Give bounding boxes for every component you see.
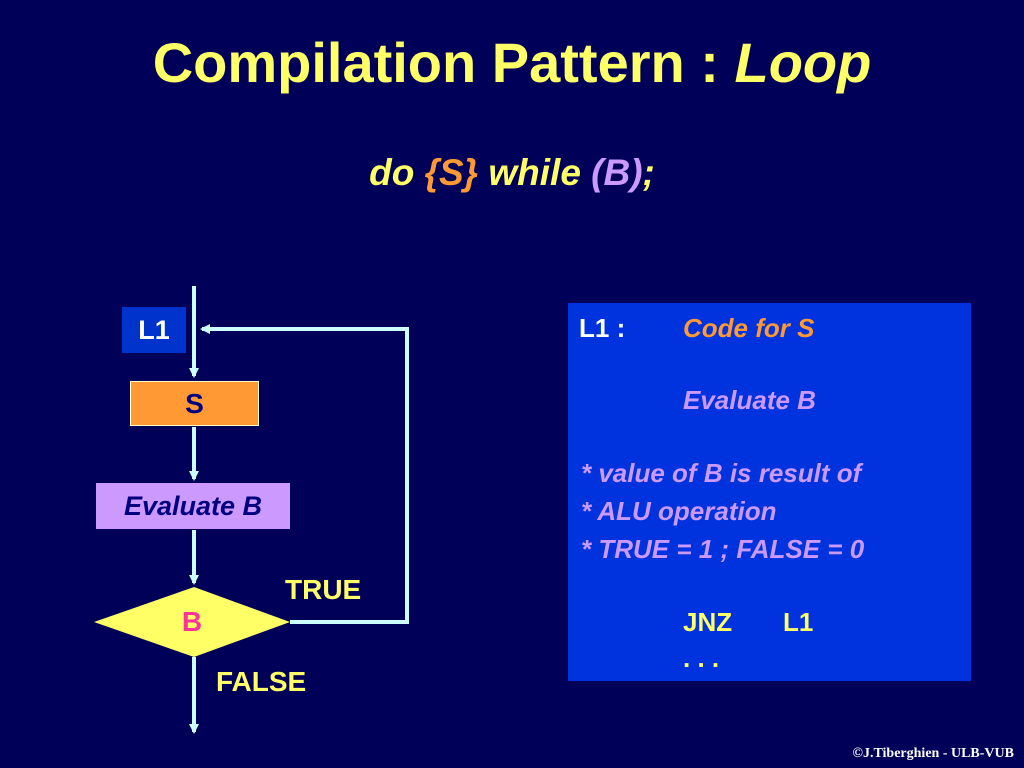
branch-label-false: FALSE	[216, 666, 307, 697]
code-instr-target: L1	[783, 607, 814, 637]
branch-label-true: TRUE	[285, 574, 362, 605]
subtitle-b-condition: (B)	[591, 152, 643, 193]
flowchart-box-s: S	[130, 381, 259, 426]
flowchart-label-l1: L1	[122, 307, 186, 353]
code-instr-jnz: JNZ	[683, 607, 733, 637]
subtitle-do: do	[369, 152, 425, 193]
code-label-l1: L1 :	[579, 313, 626, 343]
code-evaluate-b: Evaluate B	[683, 385, 816, 415]
copyright-notice: ©J.Tiberghien - ULB-VUB	[852, 746, 1015, 761]
decision-label-b: B	[181, 606, 203, 637]
subtitle-s-block: {S}	[424, 152, 479, 193]
code-comment-1: * value of B is result of	[581, 458, 862, 488]
slide-title: Compilation Pattern : Loop	[0, 28, 1024, 98]
code-comment-3: * TRUE = 1 ; FALSE = 0	[581, 534, 865, 564]
subtitle-while: while	[478, 152, 592, 193]
code-listing-panel: L1 : Code for S Evaluate B * value of B …	[568, 303, 971, 681]
code-for-s: Code for S	[683, 313, 815, 343]
flowchart-box-evaluate-b: Evaluate B	[96, 483, 290, 529]
title-loop: Loop	[734, 31, 872, 94]
title-main: Compilation Pattern :	[152, 31, 735, 94]
subtitle-semicolon: ;	[642, 152, 655, 193]
decision-diamond	[94, 587, 290, 657]
code-comment-2: * ALU operation	[581, 496, 777, 526]
code-ellipsis: . . .	[683, 643, 720, 673]
slide-subtitle: do {S} while (B);	[0, 150, 1024, 196]
arrow-true-loop-back	[200, 324, 409, 624]
